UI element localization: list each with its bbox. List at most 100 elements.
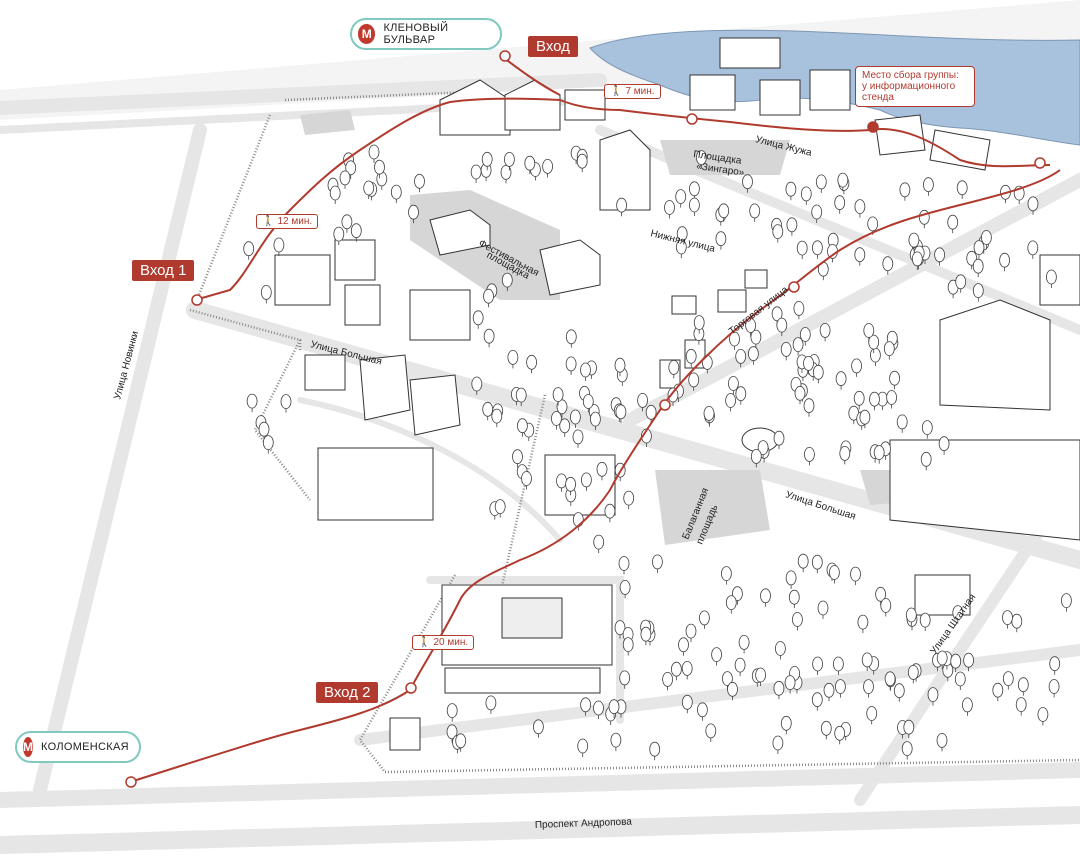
tree-icon — [593, 700, 604, 716]
tree-icon — [863, 679, 874, 694]
tree-icon — [794, 385, 806, 401]
tree-icon — [873, 445, 885, 461]
tree-icon — [507, 349, 519, 365]
tree-icon — [962, 697, 973, 713]
tree-icon — [640, 626, 652, 642]
tree-icon — [623, 490, 635, 506]
tree-icon — [681, 694, 693, 710]
meeting-point-line-2: у информационного — [862, 81, 956, 92]
tree-icon — [703, 405, 715, 421]
tree-icon — [689, 181, 700, 197]
tree-icon — [1011, 613, 1023, 629]
tree-icon — [883, 341, 895, 357]
tree-icon — [619, 670, 631, 686]
meeting-point-line-3: стенда — [862, 92, 894, 103]
tree-icon — [735, 386, 747, 402]
tree-icon — [1027, 240, 1039, 256]
tree-icon — [799, 327, 811, 342]
tree-icon — [472, 310, 484, 326]
tree-icon — [280, 394, 292, 410]
tree-icon — [750, 448, 762, 464]
tree-icon — [921, 420, 933, 436]
tree-icon — [596, 461, 608, 477]
tree-icon — [800, 186, 812, 202]
meeting-point-note: Место сбора группы: у информационного ст… — [855, 66, 975, 107]
tree-icon — [749, 203, 761, 219]
tree-icon — [1049, 656, 1061, 672]
tree-icon — [517, 418, 528, 434]
tree-icon — [796, 240, 808, 256]
tree-icon — [668, 359, 680, 375]
tree-icon — [839, 445, 851, 461]
metro-kolomenskaya[interactable]: M КОЛОМЕНСКАЯ — [15, 731, 141, 763]
tree-icon — [955, 274, 967, 290]
tree-icon — [565, 476, 576, 492]
tree-icon — [859, 409, 871, 425]
tree-icon — [973, 240, 985, 256]
tree-icon — [773, 680, 785, 696]
tree-icon — [718, 203, 730, 219]
tree-icon — [1002, 671, 1014, 686]
tree-icon — [861, 652, 873, 668]
walk-time-label: 12 мин. — [277, 216, 313, 227]
walking-person-icon: 🚶 — [418, 637, 431, 648]
tree-icon — [533, 719, 544, 735]
tree-icon — [735, 348, 747, 364]
entry-main[interactable]: Вход — [528, 36, 578, 57]
tree-icon — [503, 151, 515, 167]
tree-icon — [870, 347, 881, 363]
walk-time-label: 20 мин. — [433, 637, 469, 648]
tree-icon — [604, 503, 616, 519]
tree-icon — [776, 317, 788, 333]
tree-icon — [572, 429, 584, 445]
tree-icon — [804, 446, 815, 462]
entry-1[interactable]: Вход 1 — [132, 260, 195, 281]
tree-icon — [273, 237, 285, 253]
tree-icon — [775, 641, 786, 656]
tree-icon — [565, 329, 577, 345]
tree-icon — [972, 258, 984, 274]
tree-icon — [699, 610, 710, 626]
tree-icon — [742, 174, 753, 190]
tree-icon — [981, 230, 992, 245]
tree-icon — [515, 387, 527, 403]
tree-icon — [494, 499, 506, 515]
tree-icon — [689, 197, 700, 213]
tree-icon — [784, 675, 796, 690]
tree-icon — [819, 322, 831, 338]
tree-icon — [485, 695, 497, 711]
tree-icon — [408, 204, 419, 220]
tree-icon — [1015, 697, 1027, 712]
tree-icon — [572, 512, 584, 527]
tree-icon — [481, 151, 493, 167]
tree-icon — [675, 189, 687, 205]
tree-icon — [664, 200, 675, 215]
tree-icon — [963, 652, 974, 668]
tree-icon — [972, 283, 984, 299]
walk-time-7: 🚶7 мин. — [604, 84, 661, 99]
tree-icon — [556, 473, 567, 489]
entry-2[interactable]: Вход 2 — [316, 682, 379, 703]
tree-icon — [728, 376, 739, 391]
tree-icon — [697, 702, 708, 718]
tree-icon — [811, 692, 823, 708]
tree-icon — [812, 240, 823, 256]
tree-icon — [329, 185, 341, 201]
tree-icon — [738, 635, 750, 650]
tree-icon — [908, 232, 920, 248]
tree-icon — [576, 153, 588, 169]
tree-icon — [812, 364, 824, 380]
metro-station-name: КОЛОМЕНСКАЯ — [41, 741, 129, 753]
tree-icon — [652, 554, 663, 570]
tree-icon — [339, 170, 351, 186]
tree-icon — [414, 173, 425, 189]
tree-icon — [678, 637, 689, 653]
tree-icon — [938, 436, 950, 452]
tree-icon — [857, 614, 869, 630]
tree-icon — [1061, 593, 1072, 608]
tree-icon — [903, 719, 915, 735]
tree-icon — [482, 401, 494, 417]
tree-icon — [246, 393, 258, 409]
metro-klenovy-bulvar[interactable]: M КЛЕНОВЫЙ БУЛЬВАР — [350, 18, 502, 50]
tree-icon — [934, 247, 945, 263]
